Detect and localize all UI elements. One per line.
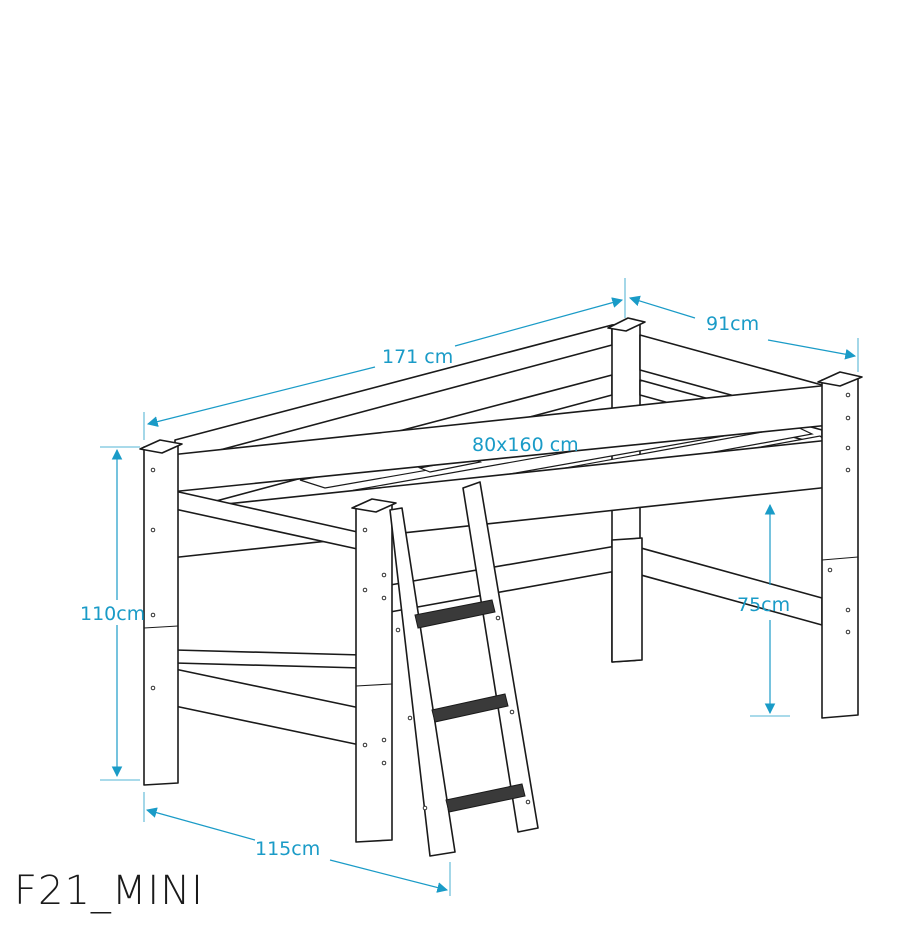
- model-name: F21_MINI: [14, 868, 204, 914]
- dim-length: 171 cm: [143, 278, 626, 440]
- bed-front-frame: [139, 371, 863, 843]
- dim-mattress: 80x160 cm: [472, 434, 579, 456]
- depth-label: 115cm: [255, 838, 320, 860]
- ladder: [389, 481, 539, 857]
- dim-width: 91cm: [628, 295, 859, 372]
- dim-clearance: 75cm: [737, 503, 790, 717]
- height-label: 110cm: [80, 603, 145, 625]
- mattress-label: 80x160 cm: [472, 434, 579, 456]
- dim-depth: 115cm: [143, 792, 451, 896]
- length-label: 171 cm: [382, 346, 453, 368]
- width-label: 91cm: [706, 313, 759, 335]
- clearance-label: 75cm: [737, 594, 790, 616]
- dim-height: 110cm: [80, 446, 145, 781]
